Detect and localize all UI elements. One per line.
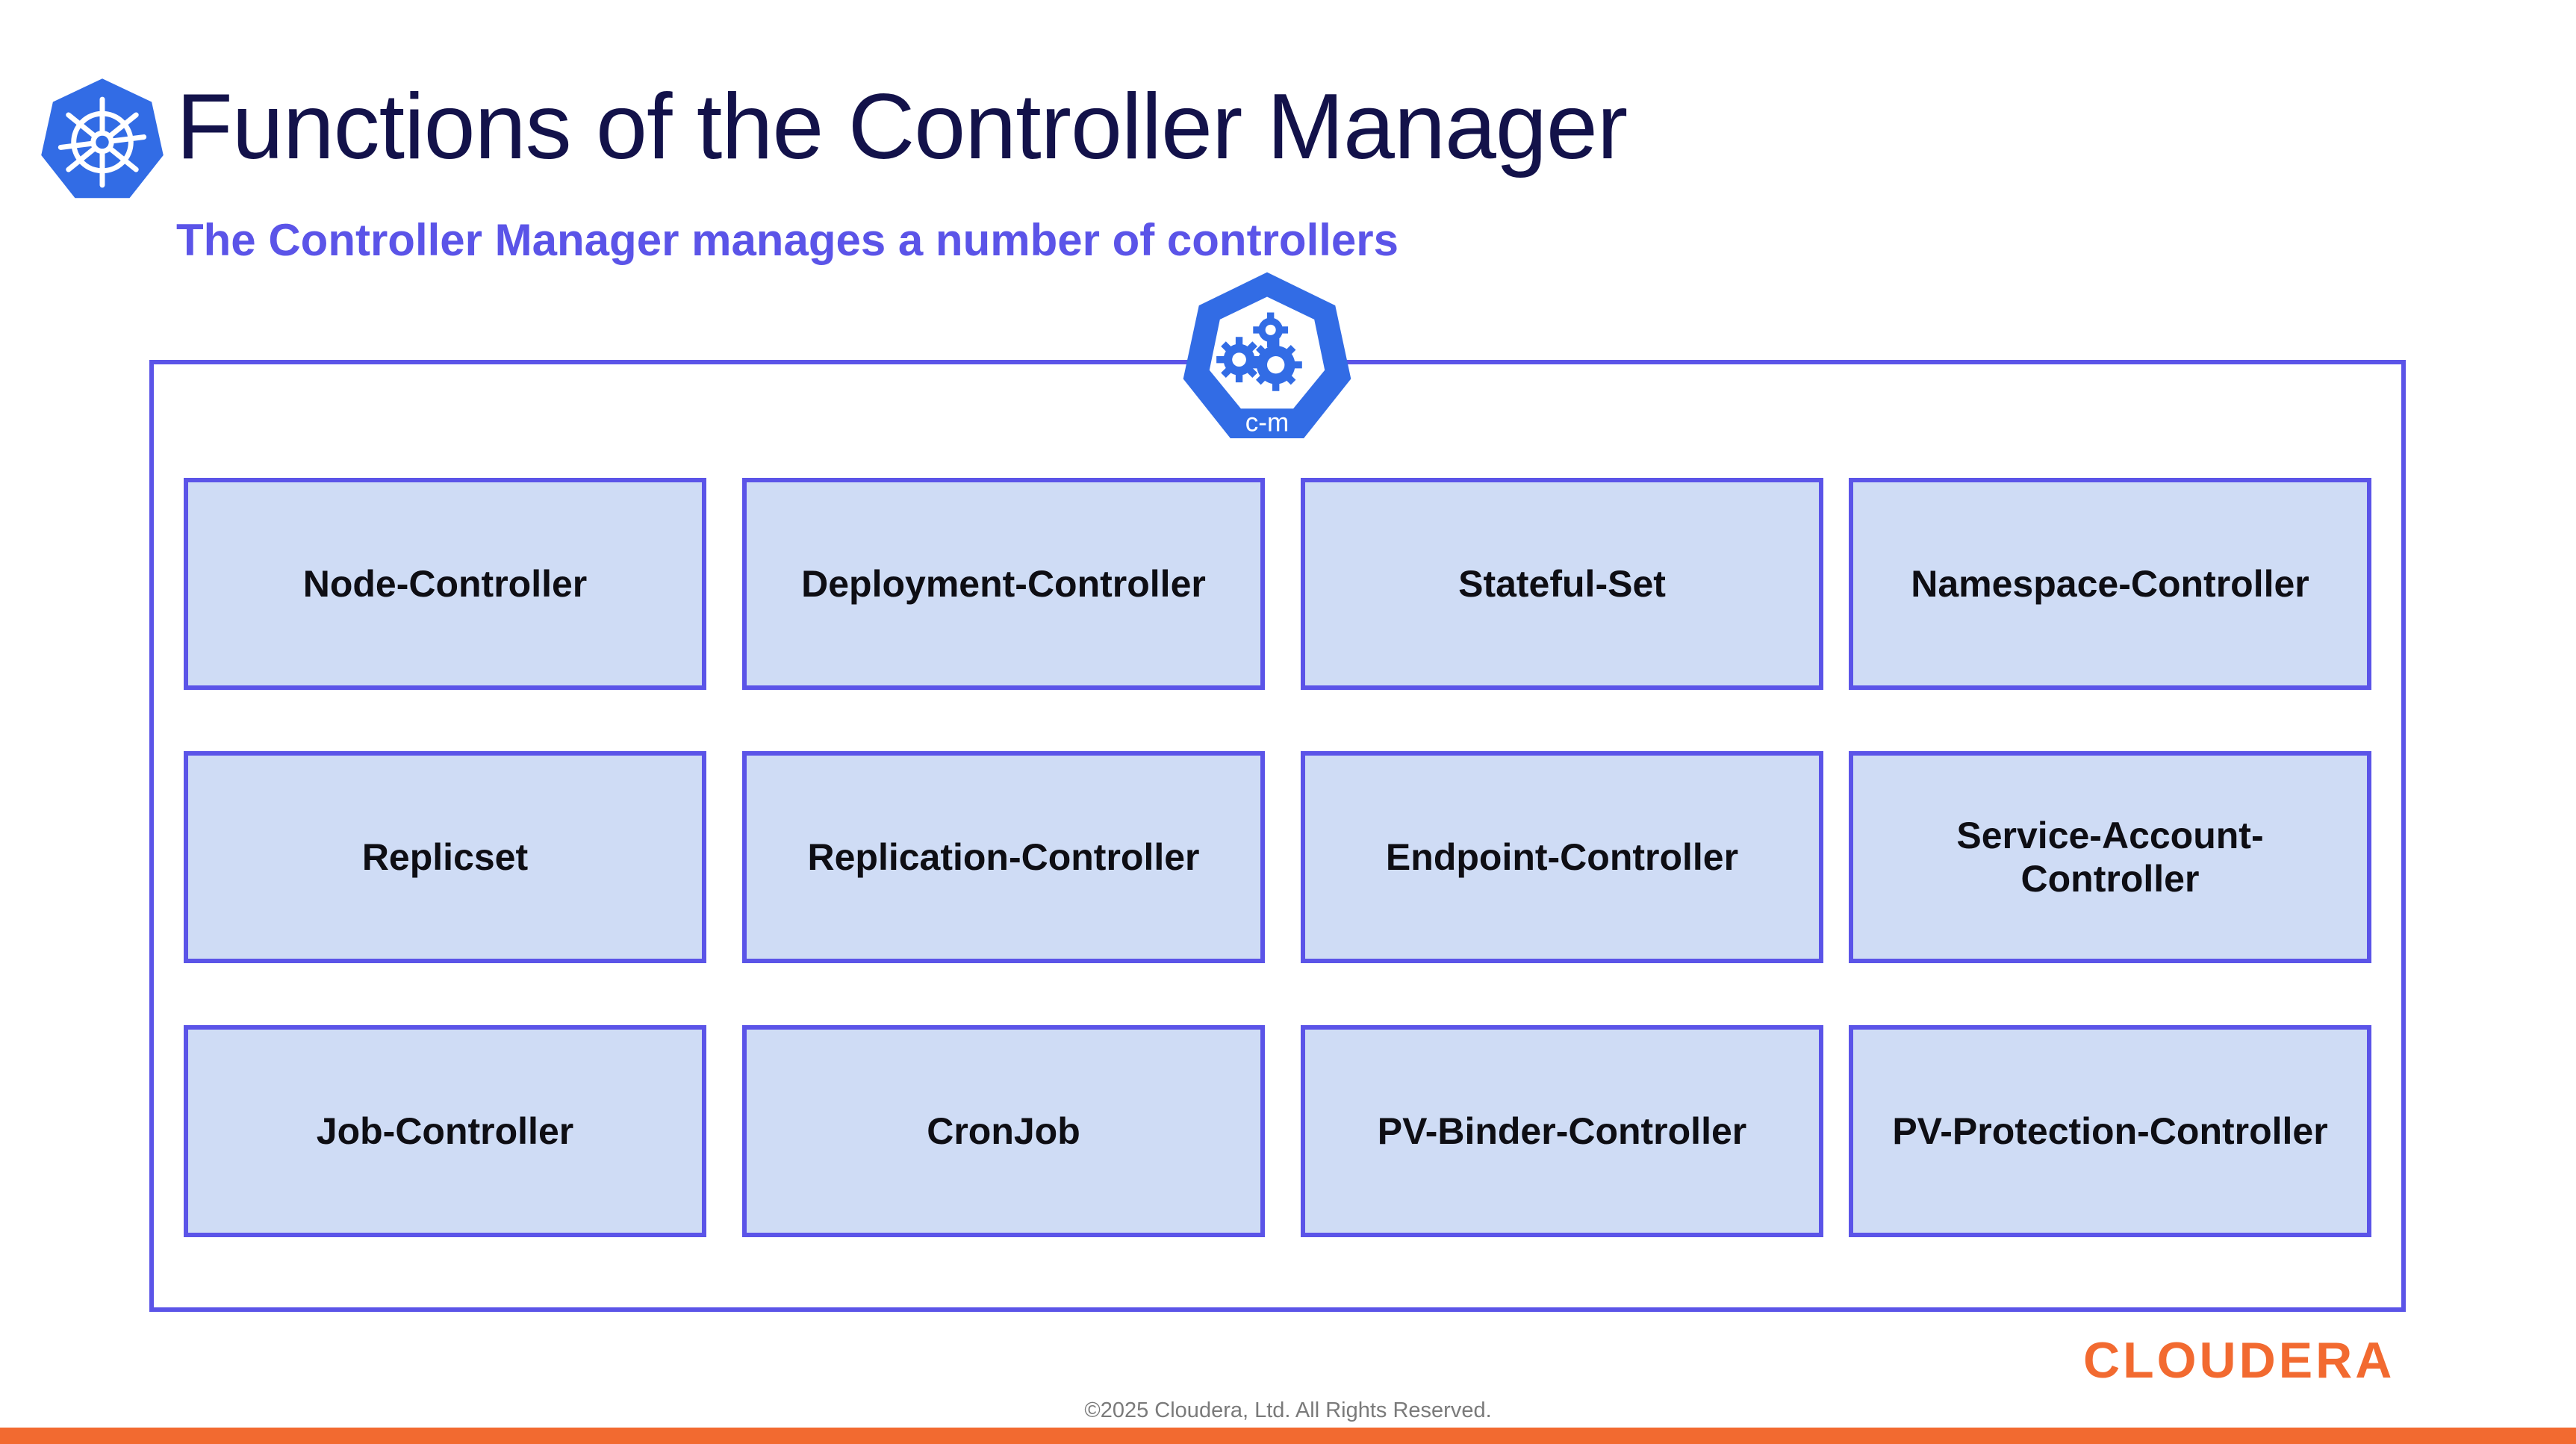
page-subtitle: The Controller Manager manages a number … bbox=[176, 215, 1399, 265]
controller-box: Namespace-Controller bbox=[1849, 478, 2371, 690]
controller-label: Stateful-Set bbox=[1458, 563, 1666, 605]
controller-box: PV-Protection-Controller bbox=[1849, 1025, 2371, 1237]
page-title: Functions of the Controller Manager bbox=[176, 75, 1628, 178]
controller-manager-logo-icon: c-m bbox=[1183, 272, 1351, 438]
footer-accent-bar bbox=[0, 1428, 2576, 1444]
brand-wordmark: CLOUDERA bbox=[2083, 1333, 2395, 1385]
controller-label: PV-Protection-Controller bbox=[1892, 1110, 2328, 1152]
controller-box: CronJob bbox=[742, 1025, 1265, 1237]
cloudera-logo: CLOUDERA bbox=[2083, 1333, 2395, 1385]
controller-label: CronJob bbox=[927, 1110, 1080, 1152]
controller-box: Service-Account-Controller bbox=[1849, 751, 2371, 963]
controller-box: Node-Controller bbox=[184, 478, 706, 690]
gears-icon bbox=[1216, 312, 1302, 391]
kubernetes-logo-icon bbox=[41, 78, 164, 199]
controller-label: PV-Binder-Controller bbox=[1377, 1110, 1747, 1152]
controller-box: Endpoint-Controller bbox=[1301, 751, 1823, 963]
controller-label: Job-Controller bbox=[316, 1110, 574, 1152]
controller-label: Namespace-Controller bbox=[1911, 563, 2309, 605]
controller-box: Stateful-Set bbox=[1301, 478, 1823, 690]
controller-label: Replicset bbox=[361, 836, 529, 878]
controller-label: Endpoint-Controller bbox=[1385, 836, 1739, 878]
controller-label: Node-Controller bbox=[302, 563, 588, 605]
controller-label: Replication-Controller bbox=[807, 836, 1200, 878]
controller-label: Deployment-Controller bbox=[801, 563, 1206, 605]
controller-box: Job-Controller bbox=[184, 1025, 706, 1237]
copyright-notice: ©2025 Cloudera, Ltd. All Rights Reserved… bbox=[1084, 1398, 1492, 1422]
cm-label: c-m bbox=[1245, 408, 1289, 438]
controller-box: Replication-Controller bbox=[742, 751, 1265, 963]
controller-label: Service-Account-Controller bbox=[1956, 815, 2264, 900]
controller-box: PV-Binder-Controller bbox=[1301, 1025, 1823, 1237]
controller-box: Deployment-Controller bbox=[742, 478, 1265, 690]
controller-box: Replicset bbox=[184, 751, 706, 963]
